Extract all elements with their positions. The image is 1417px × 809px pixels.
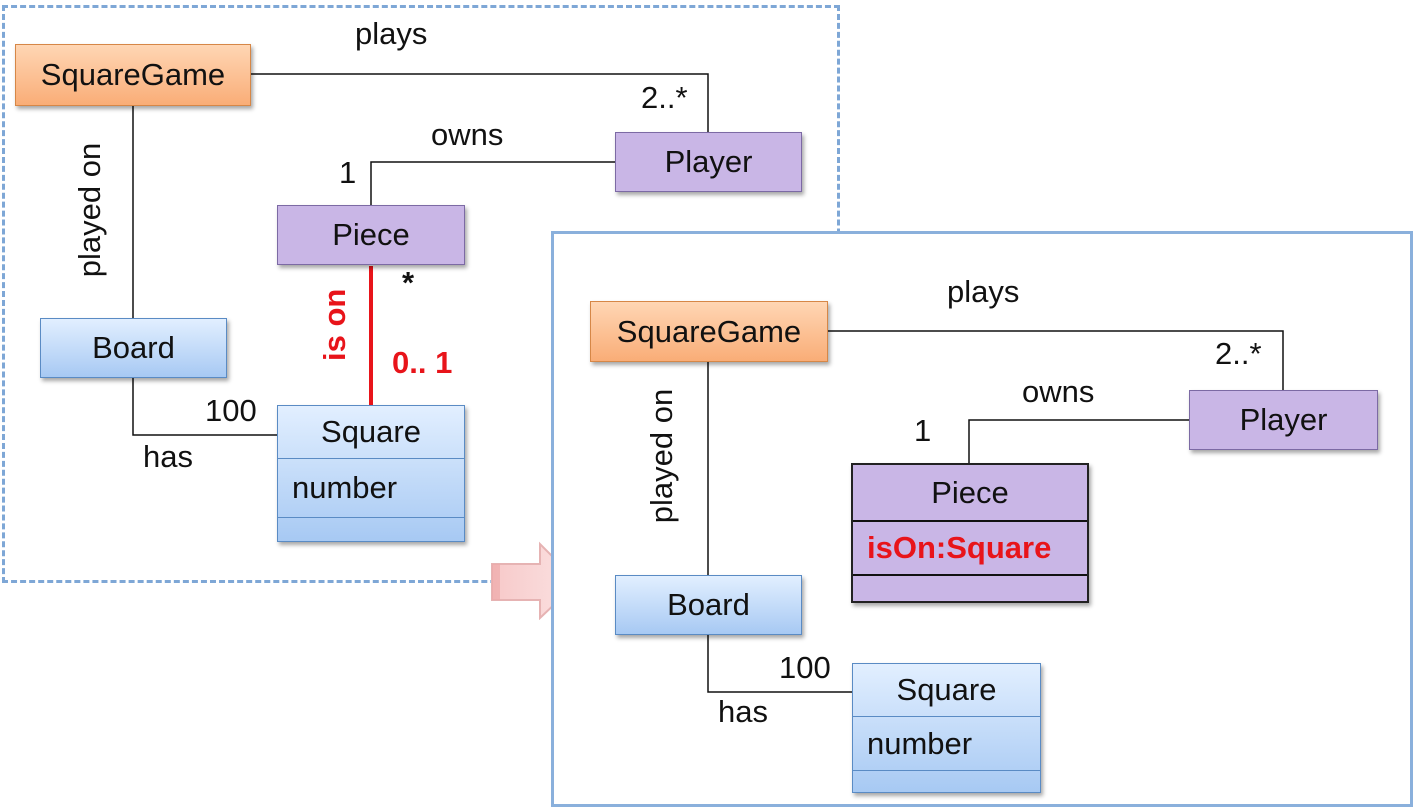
- class-piece[interactable]: Piece isOn:Square: [851, 463, 1089, 603]
- operations-compartment: [853, 770, 1040, 792]
- class-squaregame[interactable]: SquareGame: [15, 44, 251, 106]
- class-name: Player: [664, 144, 753, 179]
- owns-association: [370, 161, 615, 206]
- plays-multiplicity: 2..*: [1215, 336, 1262, 371]
- class-piece[interactable]: Piece: [277, 205, 465, 265]
- plays-label: plays: [947, 274, 1020, 309]
- class-board[interactable]: Board: [40, 318, 227, 378]
- class-name: Piece: [931, 474, 1009, 510]
- class-name: SquareGame: [616, 313, 802, 349]
- plays-multiplicity: 2..*: [641, 80, 688, 115]
- class-name: Board: [92, 330, 175, 365]
- has-association: [707, 635, 852, 693]
- class-name: Piece: [332, 217, 410, 252]
- attribute-ison: isOn:Square: [853, 520, 1087, 574]
- class-player[interactable]: Player: [1189, 390, 1378, 450]
- class-squaregame[interactable]: SquareGame: [590, 301, 828, 362]
- plays-association: [250, 73, 709, 132]
- is-on-piece-multiplicity: *: [402, 265, 415, 300]
- plays-association: [828, 330, 1284, 390]
- operations-compartment: [278, 517, 464, 541]
- class-name: Player: [1239, 402, 1328, 437]
- attribute-number: number: [278, 458, 464, 517]
- owns-label: owns: [431, 117, 504, 152]
- plays-label: plays: [355, 16, 428, 51]
- class-square[interactable]: Square number: [277, 405, 465, 542]
- class-board[interactable]: Board: [615, 575, 802, 635]
- attribute-number: number: [853, 716, 1040, 770]
- class-square[interactable]: Square number: [852, 663, 1041, 793]
- class-player[interactable]: Player: [615, 132, 802, 192]
- class-name: Board: [667, 587, 750, 622]
- operations-compartment: [853, 574, 1087, 602]
- class-name: Square: [321, 414, 421, 449]
- class-name: SquareGame: [40, 57, 226, 92]
- owns-label: owns: [1022, 374, 1095, 409]
- has-multiplicity: 100: [205, 393, 257, 428]
- has-label: has: [143, 439, 193, 474]
- has-label: has: [718, 694, 768, 729]
- played-on-label: played on: [644, 388, 679, 524]
- is-on-square-multiplicity: 0.. 1: [392, 345, 453, 380]
- owns-multiplicity: 1: [914, 413, 932, 448]
- class-name: Square: [896, 672, 997, 707]
- has-multiplicity: 100: [779, 650, 831, 685]
- owns-multiplicity: 1: [339, 155, 357, 190]
- owns-association: [968, 419, 1189, 463]
- has-association: [132, 378, 278, 436]
